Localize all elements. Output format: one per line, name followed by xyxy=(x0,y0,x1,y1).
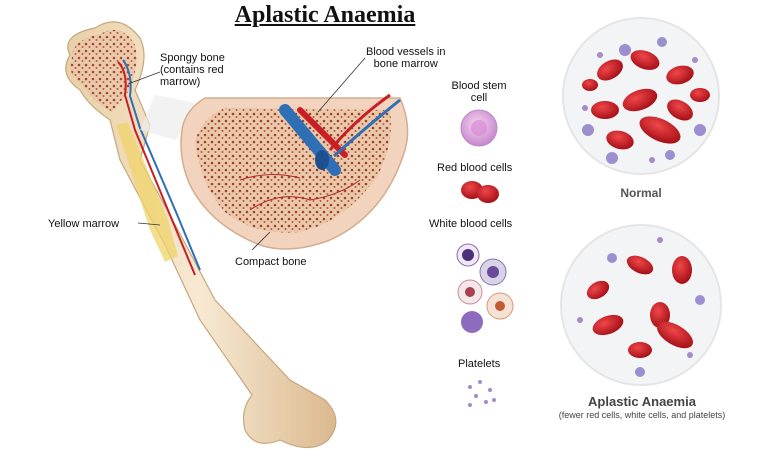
caption-aplastic-sub: (fewer red cells, white cells, and plate… xyxy=(558,410,726,420)
normal-blood-panel xyxy=(562,17,720,175)
caption-normal: Normal xyxy=(620,186,662,200)
leader-lines xyxy=(127,57,366,251)
label-blood-stem-cell: Blood stem cell xyxy=(451,80,507,104)
yellow-marrow-region xyxy=(116,122,178,262)
aplastic-blood-panel xyxy=(560,224,722,386)
artery-line xyxy=(117,61,196,276)
label-yellow-marrow: Yellow marrow xyxy=(48,218,120,230)
caption-aplastic: Aplastic Anaemia xyxy=(588,394,696,409)
label-red-blood-cells: Red blood cells xyxy=(437,162,513,174)
label-blood-vessels: Blood vessels in bone marrow xyxy=(366,46,446,70)
cell-type-icons xyxy=(456,109,514,407)
page-title: Aplastic Anaemia xyxy=(234,2,416,28)
platelets-icon xyxy=(468,380,496,407)
red-blood-cells-icon xyxy=(461,181,499,203)
label-spongy-bone: Spongy bone (contains red marrow) xyxy=(160,52,225,88)
spongy-bone-region xyxy=(70,29,137,113)
label-white-blood-cells: White blood cells xyxy=(429,218,513,230)
cross-section-artery xyxy=(297,107,348,158)
label-platelets: Platelets xyxy=(458,358,501,370)
label-compact-bone: Compact bone xyxy=(235,256,307,268)
white-blood-cells-icon xyxy=(456,243,514,333)
marrow-cross-section xyxy=(140,93,409,250)
